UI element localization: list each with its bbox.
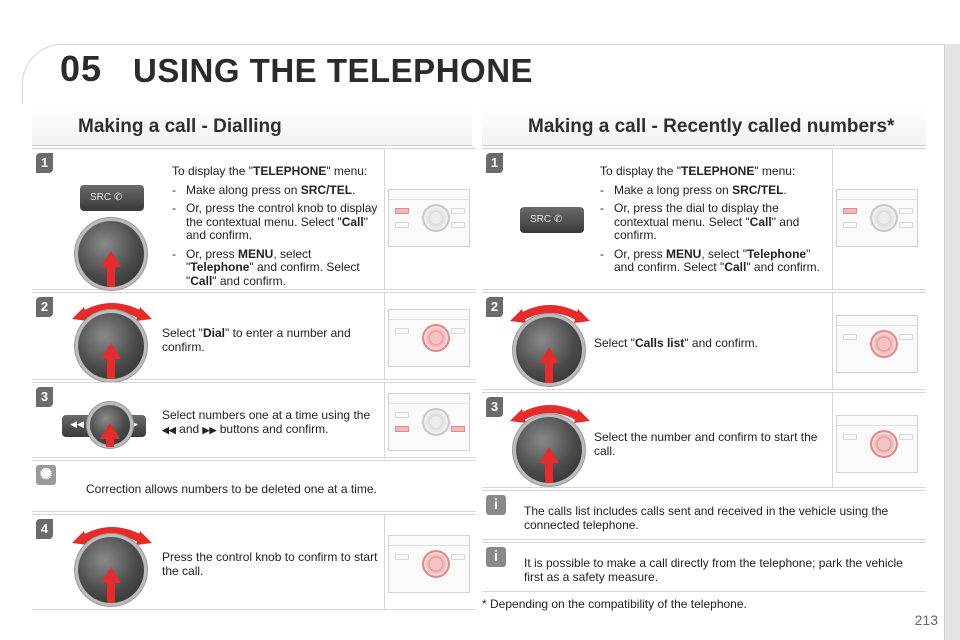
radio-panel-image xyxy=(388,393,470,451)
radio-panel-image xyxy=(836,415,918,473)
src-tel-button-image: SRC ✆ xyxy=(520,207,584,233)
step-number: 2 xyxy=(486,297,503,317)
step-number: 3 xyxy=(36,387,53,407)
info-icon: i xyxy=(486,547,506,567)
left-tip: ✺ Correction allows numbers to be delete… xyxy=(32,460,476,512)
list-item: -Or, press MENU, select "Telephone" and … xyxy=(600,246,820,274)
rotate-arrow-icon xyxy=(72,527,152,545)
left-step-3: 3 ◀◀ ▶▶ Select numbers one at a time usi… xyxy=(32,382,476,458)
left-step-1-text: To display the "TELEPHONE" menu: -Make a… xyxy=(172,164,382,288)
list-item: -Or, press MENU, select "Telephone" and … xyxy=(172,246,360,288)
step-number: 4 xyxy=(36,519,53,539)
press-arrow-icon xyxy=(539,347,559,363)
right-info-1: i The calls list includes calls sent and… xyxy=(482,490,926,540)
phone-icon: ✆ xyxy=(553,214,563,225)
right-step-1-text: To display the "TELEPHONE" menu: -Make a… xyxy=(600,164,832,275)
list-item: -Or, press the control knob to display t… xyxy=(172,201,378,242)
rotate-arrow-icon xyxy=(510,405,590,423)
left-section-header: Making a call - Dialling xyxy=(32,104,472,146)
footnote: * Depending on the compatibility of the … xyxy=(482,597,747,611)
left-step-1: 1 SRC ✆ To display the "TELEPHONE" menu:… xyxy=(32,148,476,290)
light-bulb-icon: ✺ xyxy=(36,465,56,485)
left-step-4-text: Press the control knob to confirm to sta… xyxy=(162,550,378,578)
list-item: -Make a long press on SRC/TEL. xyxy=(600,182,787,197)
right-info-2: i It is possible to make a call directly… xyxy=(482,542,926,592)
right-step-1: 1 SRC ✆ To display the "TELEPHONE" menu:… xyxy=(482,148,926,290)
seek-back-icon: ◀◀ xyxy=(70,419,84,429)
step-number: 3 xyxy=(486,397,503,417)
press-arrow-icon xyxy=(101,343,121,359)
control-knob-image xyxy=(78,313,144,379)
left-section-title: Making a call - Dialling xyxy=(78,116,282,137)
radio-panel-image xyxy=(388,309,470,367)
right-step-2: 2 Select "Calls list" and confirm. xyxy=(482,292,926,390)
chapter-number: 05 xyxy=(60,48,103,89)
right-section-title: Making a call - Recently called numbers* xyxy=(528,116,895,137)
side-stripe xyxy=(944,44,960,640)
left-step-4: 4 Press the control knob to confirm to s… xyxy=(32,514,476,610)
control-knob-image xyxy=(78,221,144,287)
src-label: SRC xyxy=(530,214,552,225)
src-tel-button-image: SRC ✆ xyxy=(80,185,144,211)
right-step-3-text: Select the number and confirm to start t… xyxy=(594,430,818,458)
step-number: 1 xyxy=(36,153,53,173)
right-step-2-text: Select "Calls list" and confirm. xyxy=(594,336,758,350)
radio-panel-image xyxy=(388,535,470,593)
page-title: USING THE TELEPHONE xyxy=(133,52,534,89)
info-icon: i xyxy=(486,495,506,515)
radio-panel-image xyxy=(836,315,918,373)
radio-panel-image xyxy=(836,189,918,247)
control-knob-image xyxy=(90,405,130,447)
control-knob-image xyxy=(516,417,582,483)
rotate-arrow-icon xyxy=(72,303,152,321)
left-step-2: 2 Select "Dial" to enter a number and co… xyxy=(32,292,476,380)
seek-forward-icon: ▶▶ xyxy=(124,419,138,429)
step-number: 2 xyxy=(36,297,53,317)
info-text: It is possible to make a call directly f… xyxy=(524,556,903,584)
src-label: SRC xyxy=(90,192,112,203)
left-step-2-text: Select "Dial" to enter a number and conf… xyxy=(162,326,351,354)
tip-text: Correction allows numbers to be deleted … xyxy=(86,482,377,496)
rotate-arrow-icon xyxy=(510,305,590,323)
press-arrow-icon xyxy=(101,567,121,583)
control-knob-image xyxy=(516,317,582,383)
top-curve xyxy=(22,44,82,104)
phone-icon: ✆ xyxy=(113,192,123,203)
list-item: -Or, press the dial to display the conte… xyxy=(600,201,800,242)
press-arrow-icon xyxy=(539,447,559,463)
right-step-3: 3 Select the number and confirm to start… xyxy=(482,392,926,488)
press-arrow-icon xyxy=(101,251,121,267)
list-item: -Make along press on SRC/TEL. xyxy=(172,182,356,197)
step-number: 1 xyxy=(486,153,503,173)
page-number: 213 xyxy=(914,612,938,628)
right-section-header: Making a call - Recently called numbers* xyxy=(482,104,926,146)
left-step-3-text: Select numbers one at a time using the ◀… xyxy=(162,408,371,436)
radio-panel-image xyxy=(388,189,470,247)
top-rule xyxy=(60,44,944,45)
info-text: The calls list includes calls sent and r… xyxy=(524,504,889,532)
control-knob-image xyxy=(78,537,144,603)
